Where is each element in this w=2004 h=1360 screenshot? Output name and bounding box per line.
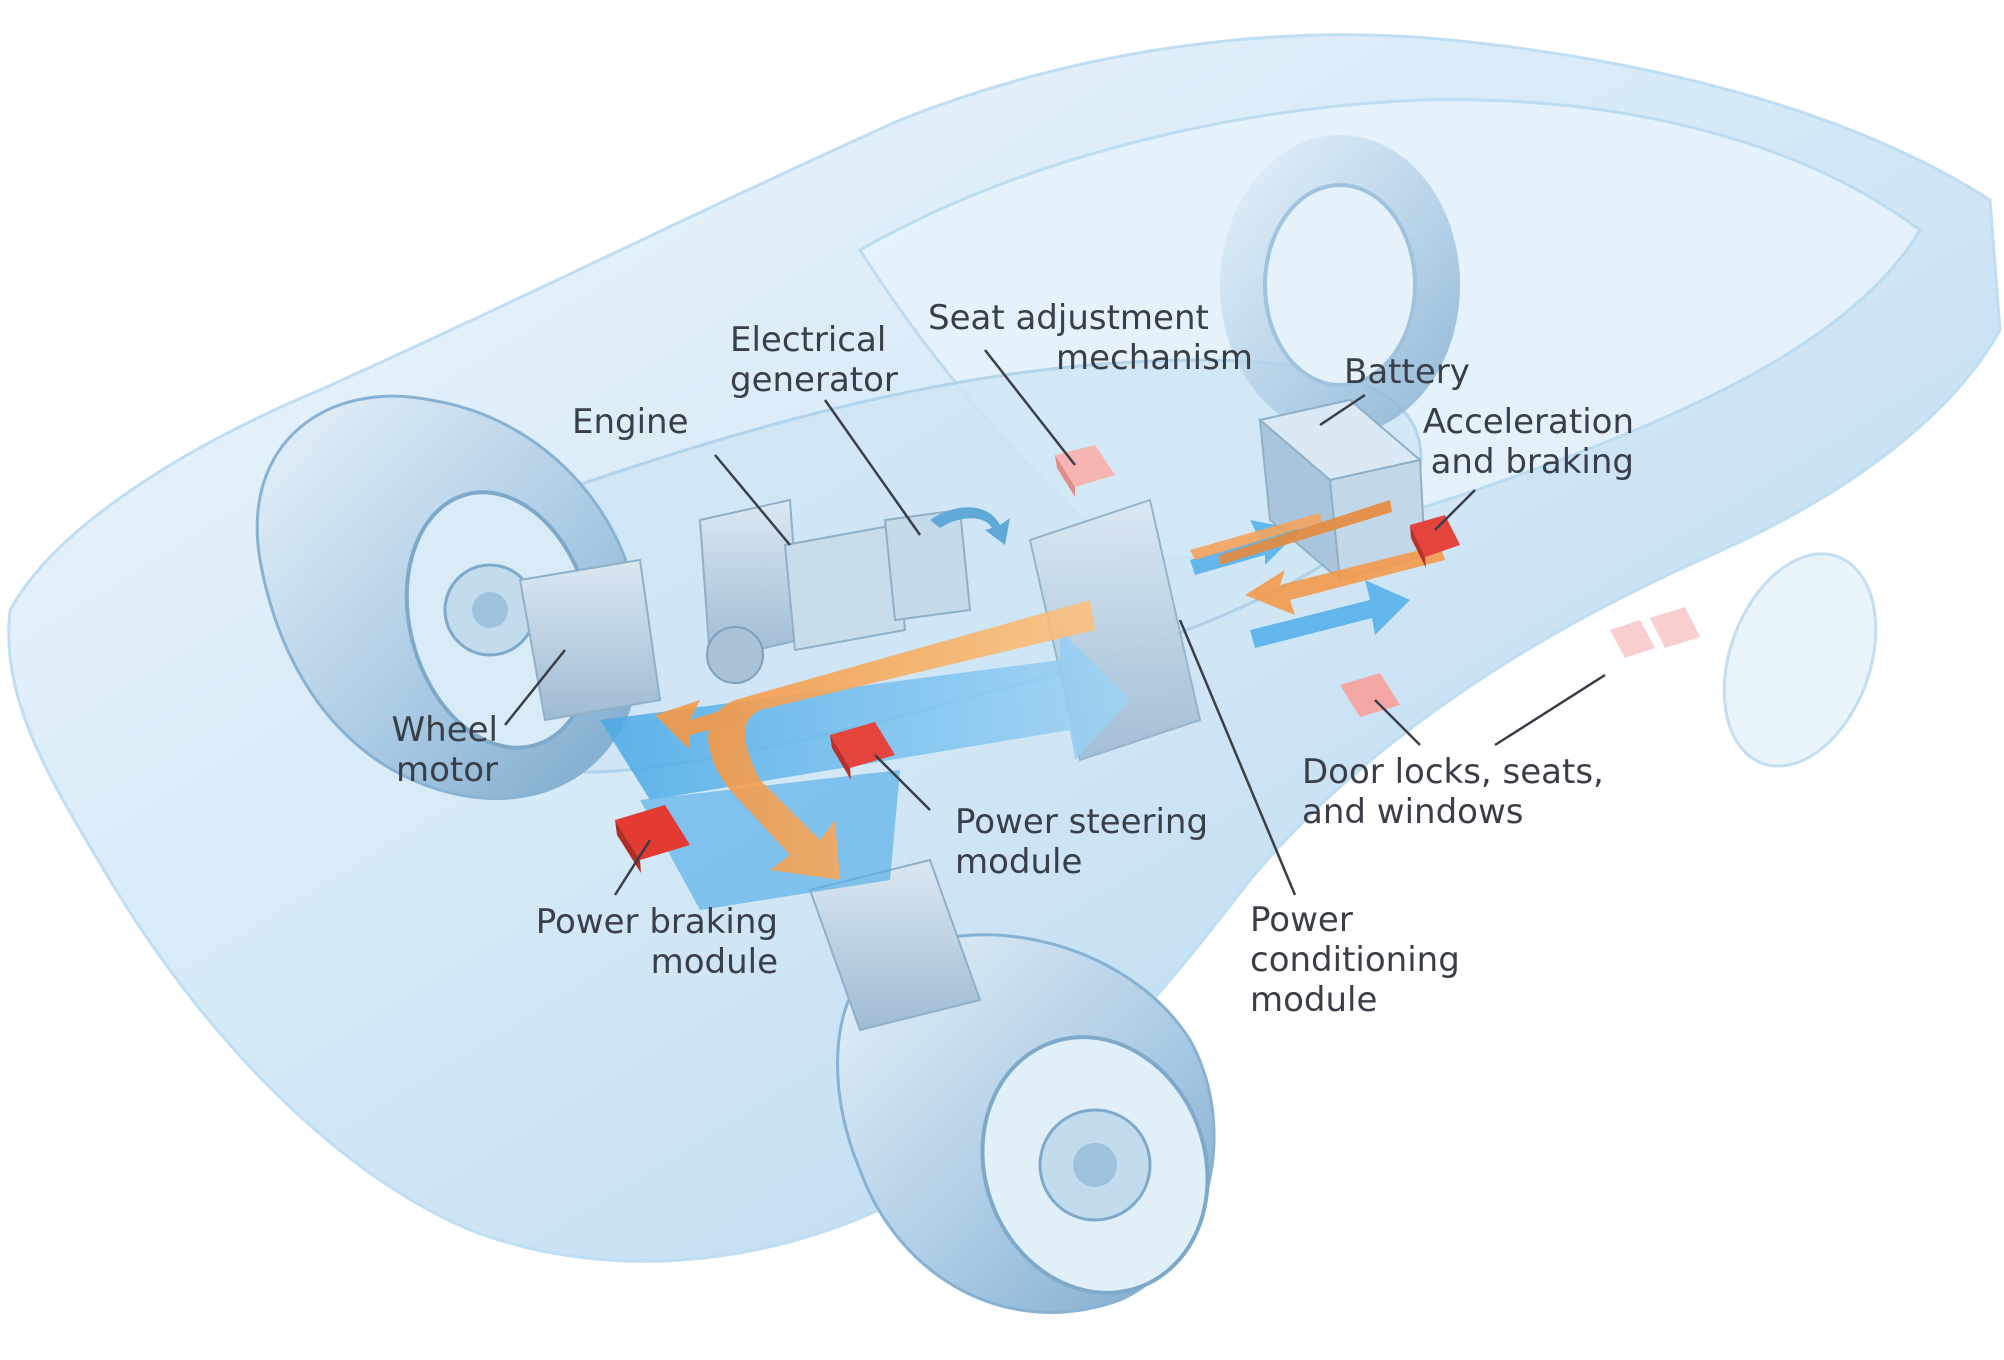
leader-acceleration <box>1434 489 1476 531</box>
label-door-locks-line1: Door locks, seats, <box>1302 752 1604 792</box>
label-acceleration-braking: Acceleration and braking <box>1420 402 1634 482</box>
label-engine-line1: Engine <box>572 402 689 442</box>
rear-right-wheel <box>1722 552 1878 768</box>
label-power-conditioning: Power conditioning module <box>1250 900 1460 1020</box>
wheel-motor-shaft <box>518 558 662 722</box>
label-engine: Engine <box>572 402 689 442</box>
label-door-locks: Door locks, seats, and windows <box>1302 752 1604 832</box>
label-wheel-motor-line1: Wheel <box>391 710 498 750</box>
label-power-conditioning-line3: module <box>1250 980 1378 1020</box>
label-electrical-generator-line1: Electrical <box>730 320 887 360</box>
door-locks-module-1 <box>1340 673 1400 717</box>
label-power-braking-line1: Power braking <box>535 902 778 942</box>
engine <box>698 498 907 684</box>
label-power-conditioning-line1: Power <box>1250 900 1353 940</box>
orange-power-flow <box>655 500 1445 880</box>
door-locks-module-2 <box>1610 607 1700 658</box>
leader-power-steering <box>874 754 931 811</box>
label-acceleration-braking-line1: Acceleration <box>1422 402 1634 442</box>
leader-battery <box>1319 393 1366 427</box>
power-steering-module <box>830 722 895 780</box>
label-seat-adjustment: Seat adjustment mechanism <box>928 298 1253 378</box>
label-power-conditioning-line2: conditioning <box>1250 940 1460 980</box>
seat-adjustment-module <box>1055 445 1115 497</box>
leader-power-braking <box>613 839 652 896</box>
generator-arrow <box>930 507 1010 545</box>
label-power-steering-line2: module <box>955 842 1083 882</box>
label-power-steering-line1: Power steering <box>955 802 1209 842</box>
label-seat-adjustment-line2: mechanism <box>1056 338 1253 378</box>
leader-seat <box>984 349 1076 466</box>
label-battery: Battery <box>1344 352 1470 392</box>
leader-wheel-motor <box>504 649 566 726</box>
electrical-generator <box>883 508 972 622</box>
label-power-steering: Power steering module <box>955 802 1208 882</box>
label-acceleration-braking-line2: and braking <box>1430 442 1634 482</box>
label-electrical-generator: Electrical generator <box>730 320 898 400</box>
label-seat-adjustment-line1: Seat adjustment <box>928 298 1209 338</box>
power-braking-module <box>615 805 690 873</box>
label-power-braking: Power braking module <box>530 902 778 982</box>
leader-door-2 <box>1494 673 1606 747</box>
leader-lines <box>504 349 1606 896</box>
label-electrical-generator-line2: generator <box>730 360 898 400</box>
label-battery-line1: Battery <box>1344 352 1470 392</box>
label-power-braking-line2: module <box>650 942 778 982</box>
rear-wheel <box>1220 135 1460 435</box>
label-wheel-motor-line2: motor <box>395 750 498 790</box>
label-wheel-motor: Wheel motor <box>380 710 498 790</box>
front-right-wheel <box>836 933 1216 1314</box>
leader-engine <box>714 454 791 546</box>
acceleration-braking-module <box>1410 515 1460 568</box>
leader-power-conditioning <box>1178 619 1297 896</box>
leader-generator <box>823 399 922 536</box>
leader-door-1 <box>1374 699 1421 746</box>
label-door-locks-line2: and windows <box>1302 792 1524 832</box>
